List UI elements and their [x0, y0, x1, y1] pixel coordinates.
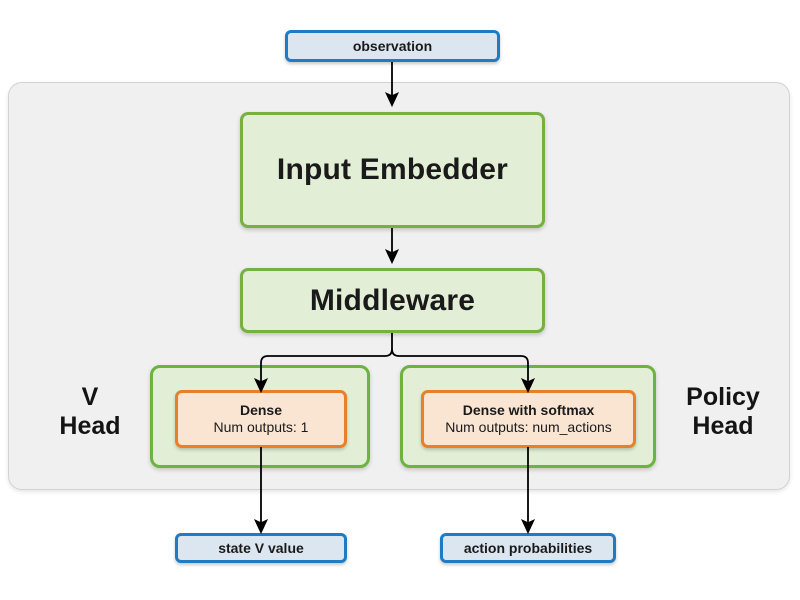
- node-dense-policy[interactable]: Dense with softmax Num outputs: num_acti…: [421, 390, 636, 448]
- node-middleware[interactable]: Middleware: [240, 268, 545, 333]
- node-dense-policy-title: Dense with softmax: [462, 401, 595, 418]
- node-observation[interactable]: observation: [285, 30, 500, 62]
- node-state-v-value-label: state V value: [218, 540, 304, 556]
- node-dense-v[interactable]: Dense Num outputs: 1: [175, 390, 347, 448]
- policy-head-label: Policy Head: [686, 383, 760, 440]
- node-observation-label: observation: [352, 38, 433, 54]
- node-input-embedder[interactable]: Input Embedder: [240, 112, 545, 228]
- node-input-embedder-label: Input Embedder: [276, 153, 509, 186]
- node-dense-v-title: Dense: [239, 401, 283, 418]
- node-state-v-value[interactable]: state V value: [175, 533, 347, 563]
- v-head-label: V Head: [59, 383, 121, 440]
- node-dense-v-subtitle: Num outputs: 1: [213, 419, 309, 435]
- node-action-probabilities-label: action probabilities: [463, 540, 593, 556]
- node-dense-policy-subtitle: Num outputs: num_actions: [445, 419, 612, 435]
- node-action-probabilities[interactable]: action probabilities: [440, 533, 616, 563]
- node-middleware-label: Middleware: [309, 283, 476, 317]
